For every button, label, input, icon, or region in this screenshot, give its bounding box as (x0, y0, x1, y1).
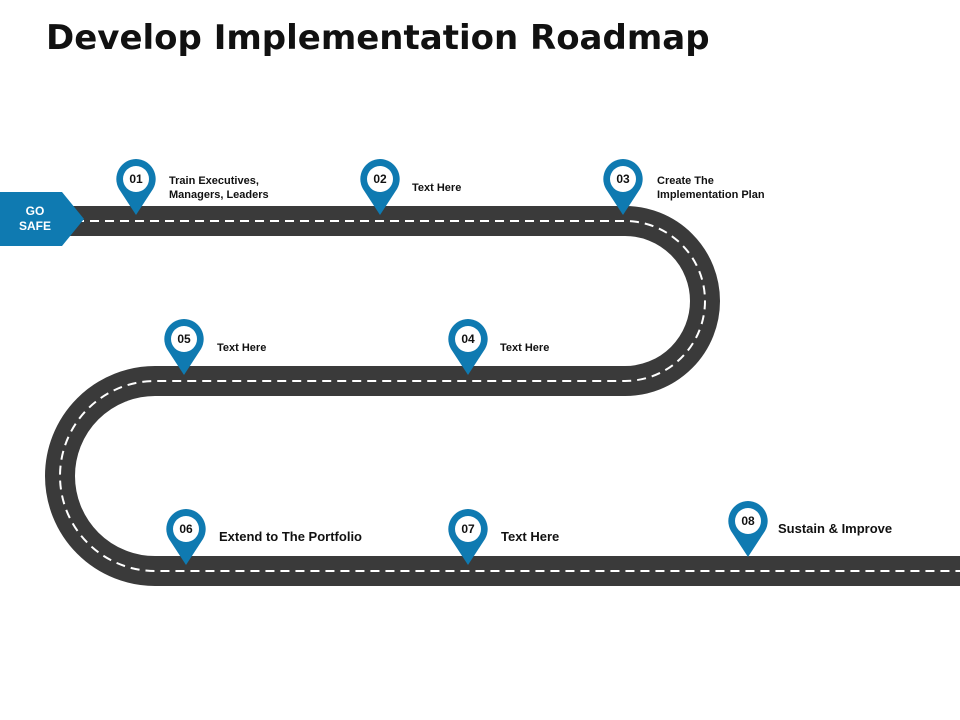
map-pin-icon (728, 501, 768, 557)
milestone-label-06: Extend to The Portfolio (219, 529, 362, 544)
map-pin-icon (448, 319, 488, 375)
map-pin-icon (448, 509, 488, 565)
milestone-pin-07: 07 (447, 508, 489, 566)
milestone-label-05: Text Here (217, 342, 267, 354)
milestone-number: 08 (741, 514, 755, 528)
milestone-label-07: Text Here (501, 529, 560, 544)
milestone-label-02: Text Here (412, 182, 462, 194)
milestone-pin-01: 01 (115, 158, 157, 216)
milestone-number: 01 (129, 172, 143, 186)
milestone-pin-02: 02 (359, 158, 401, 216)
milestone-pin-08: 08 (727, 500, 769, 558)
road-center-dashes (59, 220, 960, 572)
map-pin-icon (360, 159, 400, 215)
milestone-label-04: Text Here (500, 342, 550, 354)
milestone-pin-05: 05 (163, 318, 205, 376)
map-pin-icon (164, 319, 204, 375)
milestone-label-01: Train Executives, Managers, Leaders (169, 175, 269, 201)
map-pin-icon (166, 509, 206, 565)
milestone-number: 05 (177, 332, 191, 346)
milestone-number: 06 (179, 522, 193, 536)
map-pin-icon (603, 159, 643, 215)
milestone-number: 02 (373, 172, 387, 186)
milestone-pin-03: 03 (602, 158, 644, 216)
go-safe-line1: GO (25, 204, 45, 218)
map-pin-icon (116, 159, 156, 215)
milestone-number: 04 (461, 332, 475, 346)
milestone-number: 07 (461, 522, 475, 536)
milestone-number: 03 (616, 172, 630, 186)
page-title: Develop Implementation Roadmap (46, 18, 710, 58)
milestone-label-03: Create The Implementation Plan (657, 175, 765, 201)
milestone-label-08: Sustain & Improve (778, 521, 893, 536)
go-safe-line2: SAFE (18, 219, 51, 233)
milestone-pin-06: 06 (165, 508, 207, 566)
milestone-pin-04: 04 (447, 318, 489, 376)
